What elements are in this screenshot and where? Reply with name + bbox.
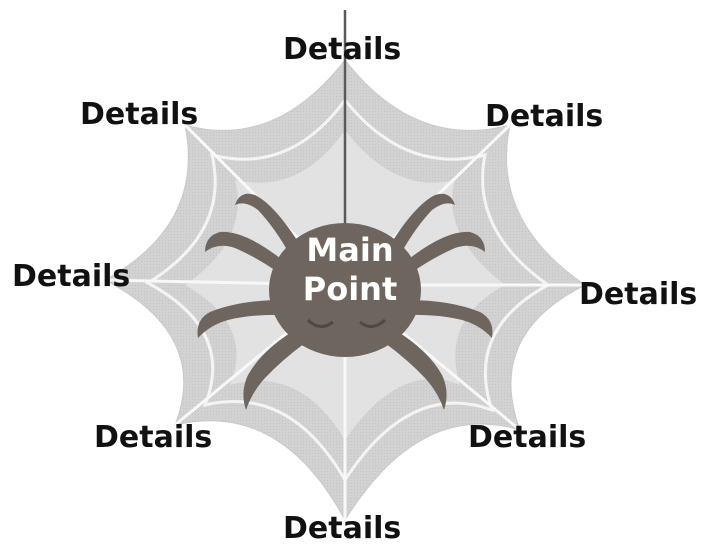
detail-label-bottom-right: Details: [468, 423, 586, 453]
detail-label-right: Details: [579, 280, 697, 310]
detail-label-top: Details: [283, 35, 401, 65]
main-point-line2: Point: [255, 270, 445, 309]
detail-label-bottom: Details: [283, 514, 401, 544]
main-point-label: Main Point: [255, 231, 445, 309]
detail-label-top-right: Details: [485, 102, 603, 132]
detail-label-left: Details: [12, 262, 130, 292]
detail-label-top-left: Details: [80, 100, 198, 130]
main-point-line1: Main: [255, 231, 445, 270]
detail-label-bottom-left: Details: [94, 423, 212, 453]
